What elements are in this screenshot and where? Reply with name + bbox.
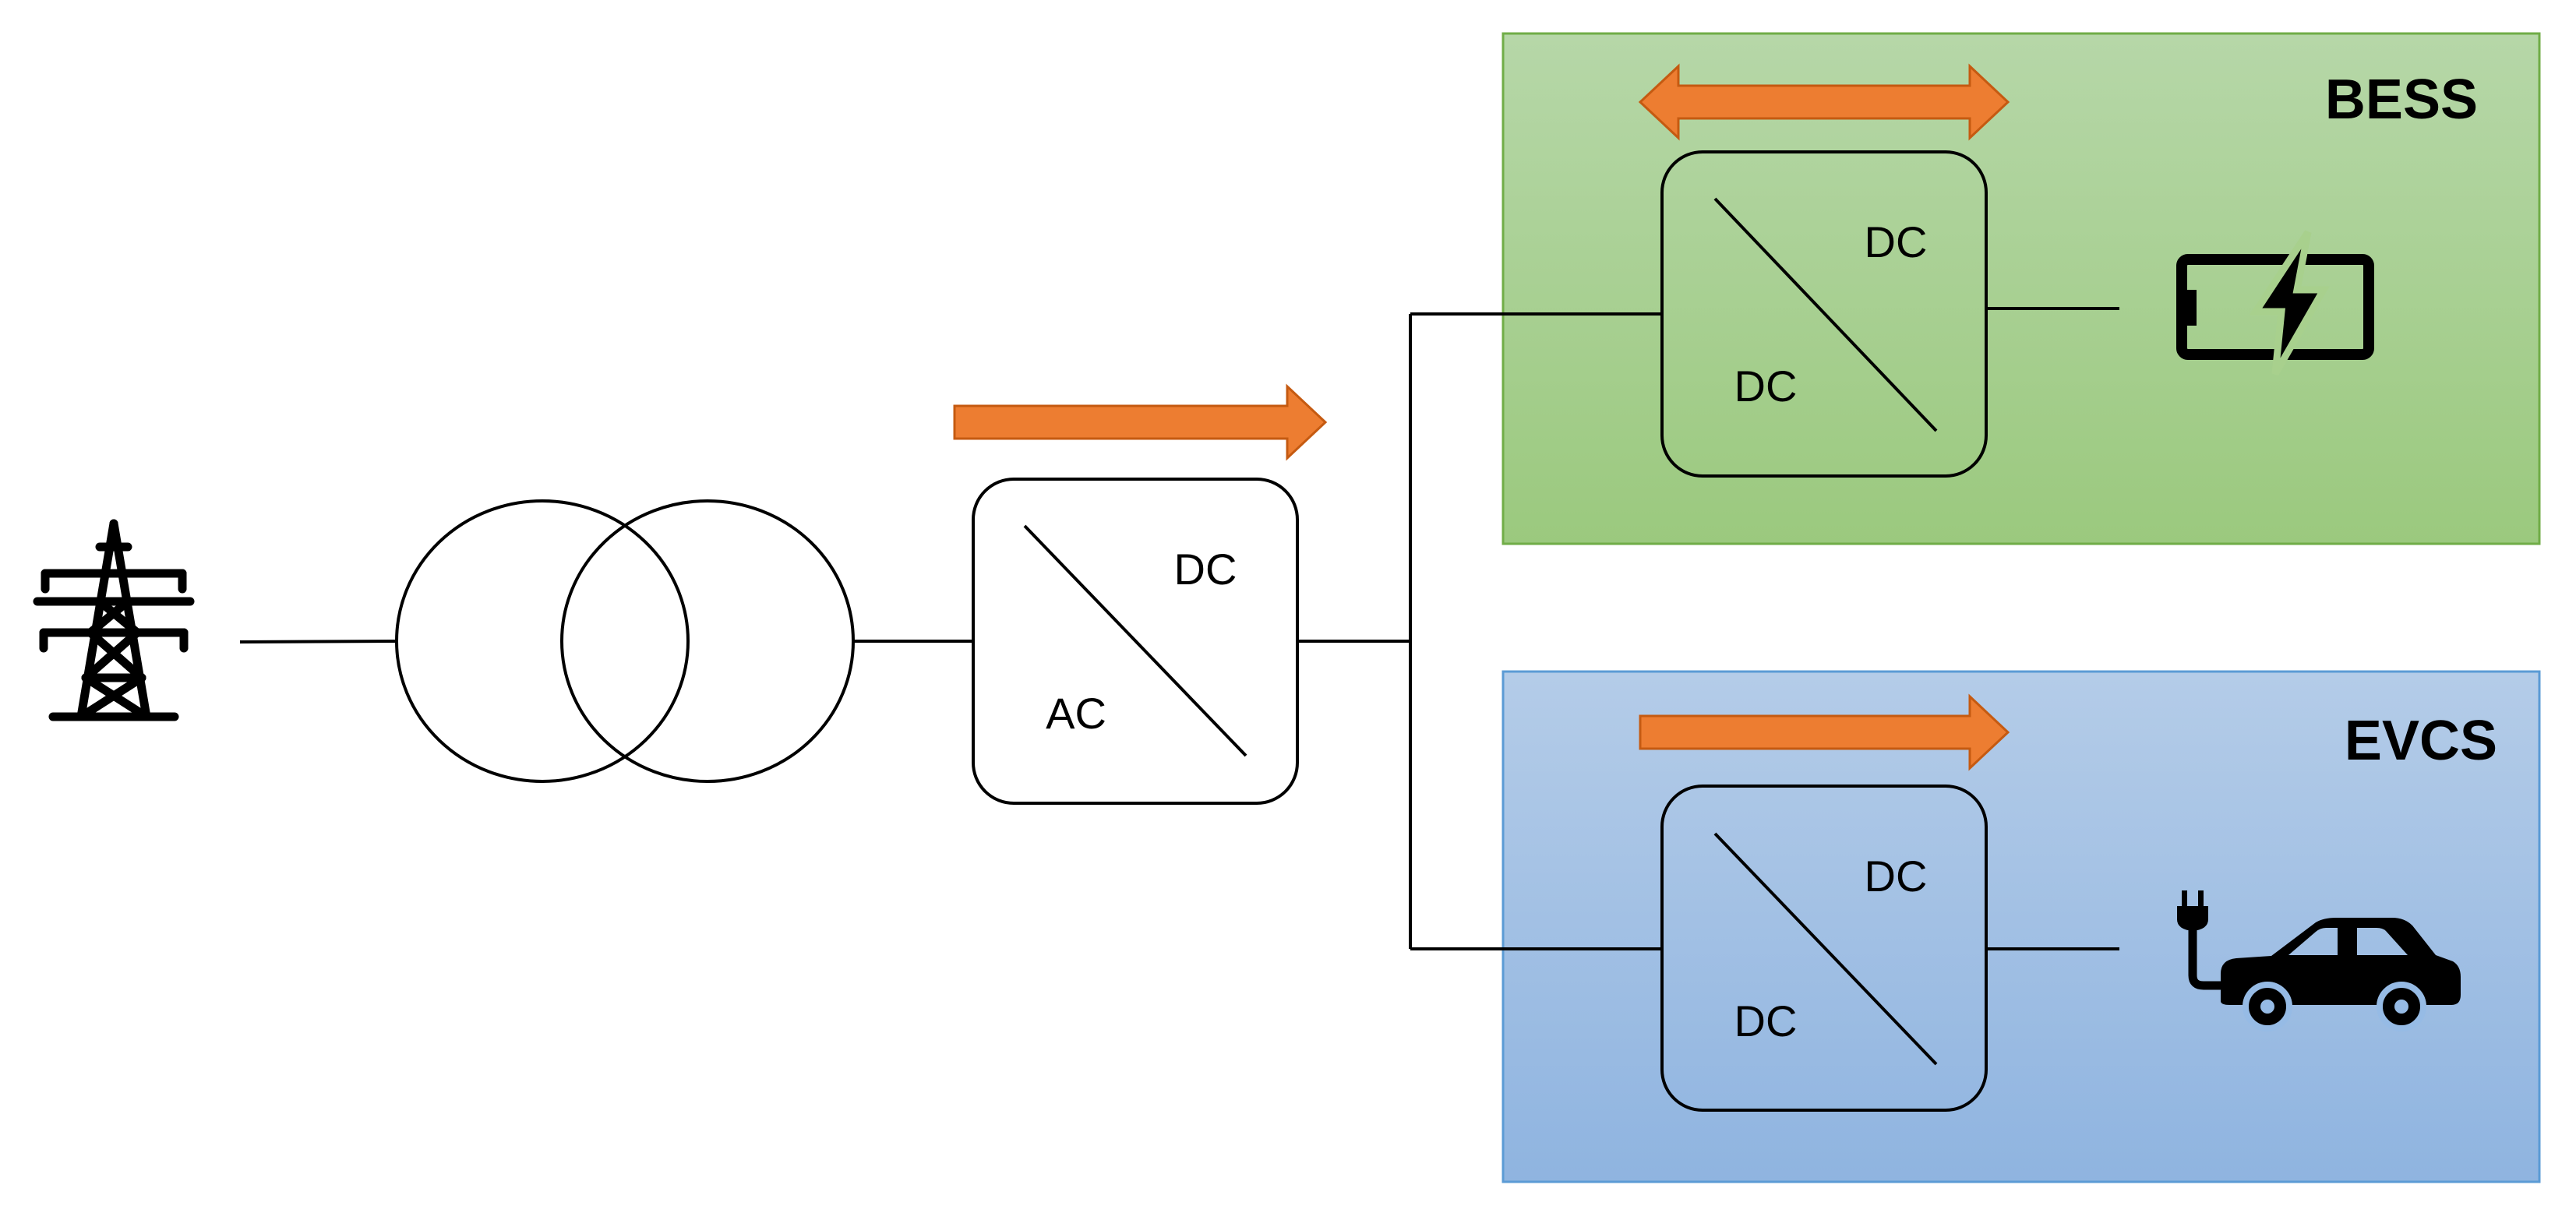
transformer-symbol (395, 499, 855, 783)
evcs-converter: DC DC (1660, 785, 1988, 1112)
rectifier-dc-label: DC (1174, 545, 1237, 594)
rectifier-power-flow-arrow (953, 383, 1328, 461)
evcs-power-flow-arrow (1639, 693, 2010, 771)
rectifier-converter: DC AC (972, 478, 1299, 805)
bess-title: BESS (2325, 69, 2478, 131)
dc-bus (1297, 312, 1662, 950)
evcs-title: EVCS (2345, 710, 2497, 772)
bess-bidirectional-arrow (1638, 63, 2010, 141)
electric-car-icon (2177, 890, 2461, 1031)
battery-charging-icon (2176, 230, 2374, 376)
rectifier-ac-label: AC (1046, 689, 1106, 738)
bess-converter-top-label: DC (1865, 217, 1928, 266)
transmission-tower-icon (33, 519, 195, 721)
evcs-converter-top-label: DC (1865, 852, 1928, 901)
evcs-converter-bottom-label: DC (1734, 996, 1798, 1045)
bess-converter-bottom-label: DC (1734, 361, 1798, 411)
bess-converter: DC DC (1660, 150, 1988, 478)
grid-line (239, 640, 397, 643)
